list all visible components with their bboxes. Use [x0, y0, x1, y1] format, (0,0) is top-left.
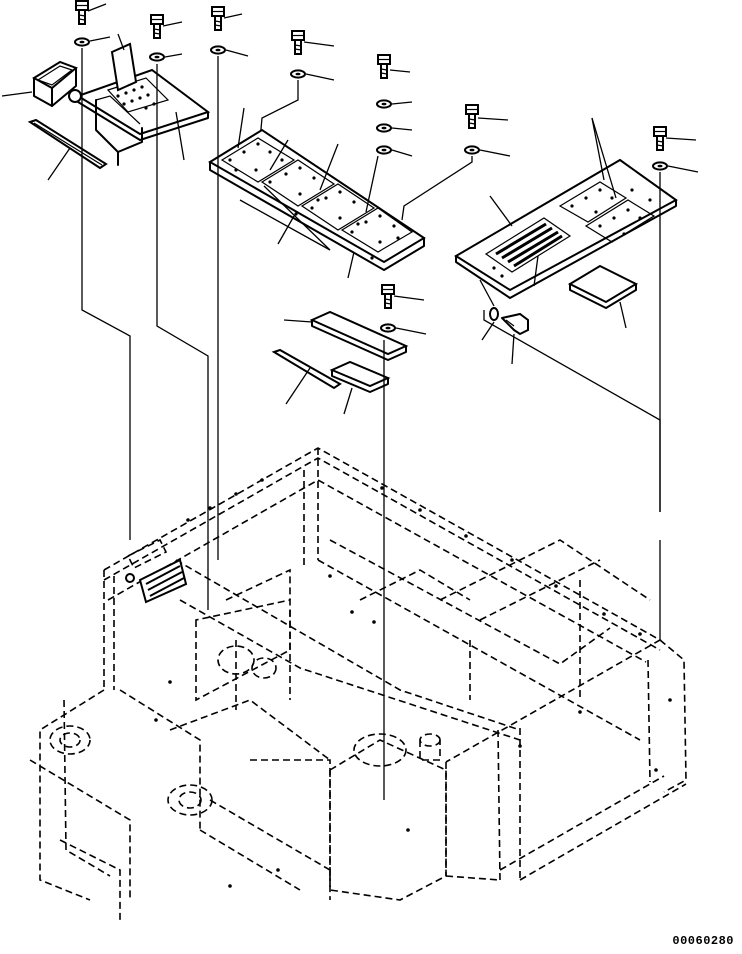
right-cover-plate: [401, 104, 699, 365]
washer-icon: [489, 307, 499, 321]
bolt-icon: [653, 126, 667, 151]
upper-left-cover-assembly: [1, 0, 249, 181]
small-cover-plate: [68, 33, 211, 166]
bolt-icon: [465, 104, 479, 129]
washer-icon: [290, 69, 306, 79]
washer-icon: [376, 145, 392, 155]
washer-icon: [74, 37, 90, 47]
strip-icon: [271, 348, 342, 390]
washer-icon: [376, 99, 392, 109]
center-cover-plate: [208, 30, 426, 279]
strip-icon: [27, 118, 108, 181]
bolt-icon: [291, 30, 305, 55]
bolt-icon: [381, 284, 395, 309]
cab-frame-icon: [29, 447, 687, 920]
washer-icon: [376, 123, 392, 133]
washer-icon: [210, 45, 226, 55]
washer-icon: [149, 52, 165, 62]
figure-code: 00060280: [672, 934, 734, 948]
pad-icon: [329, 360, 391, 388]
washer-icon: [652, 161, 668, 171]
washer-icon: [380, 323, 396, 333]
middle-small-plate: [271, 284, 427, 415]
pad-icon: [567, 264, 639, 329]
bolt-icon: [501, 312, 529, 336]
bolt-icon: [75, 0, 89, 25]
center-fastener-stack: [376, 54, 413, 157]
bolt-icon: [150, 14, 164, 39]
grommet-icon: [1, 60, 78, 107]
washer-icon: [464, 145, 480, 155]
bolt-icon: [211, 6, 225, 31]
location-lines: [81, 48, 661, 800]
bolt-icon: [377, 54, 391, 79]
